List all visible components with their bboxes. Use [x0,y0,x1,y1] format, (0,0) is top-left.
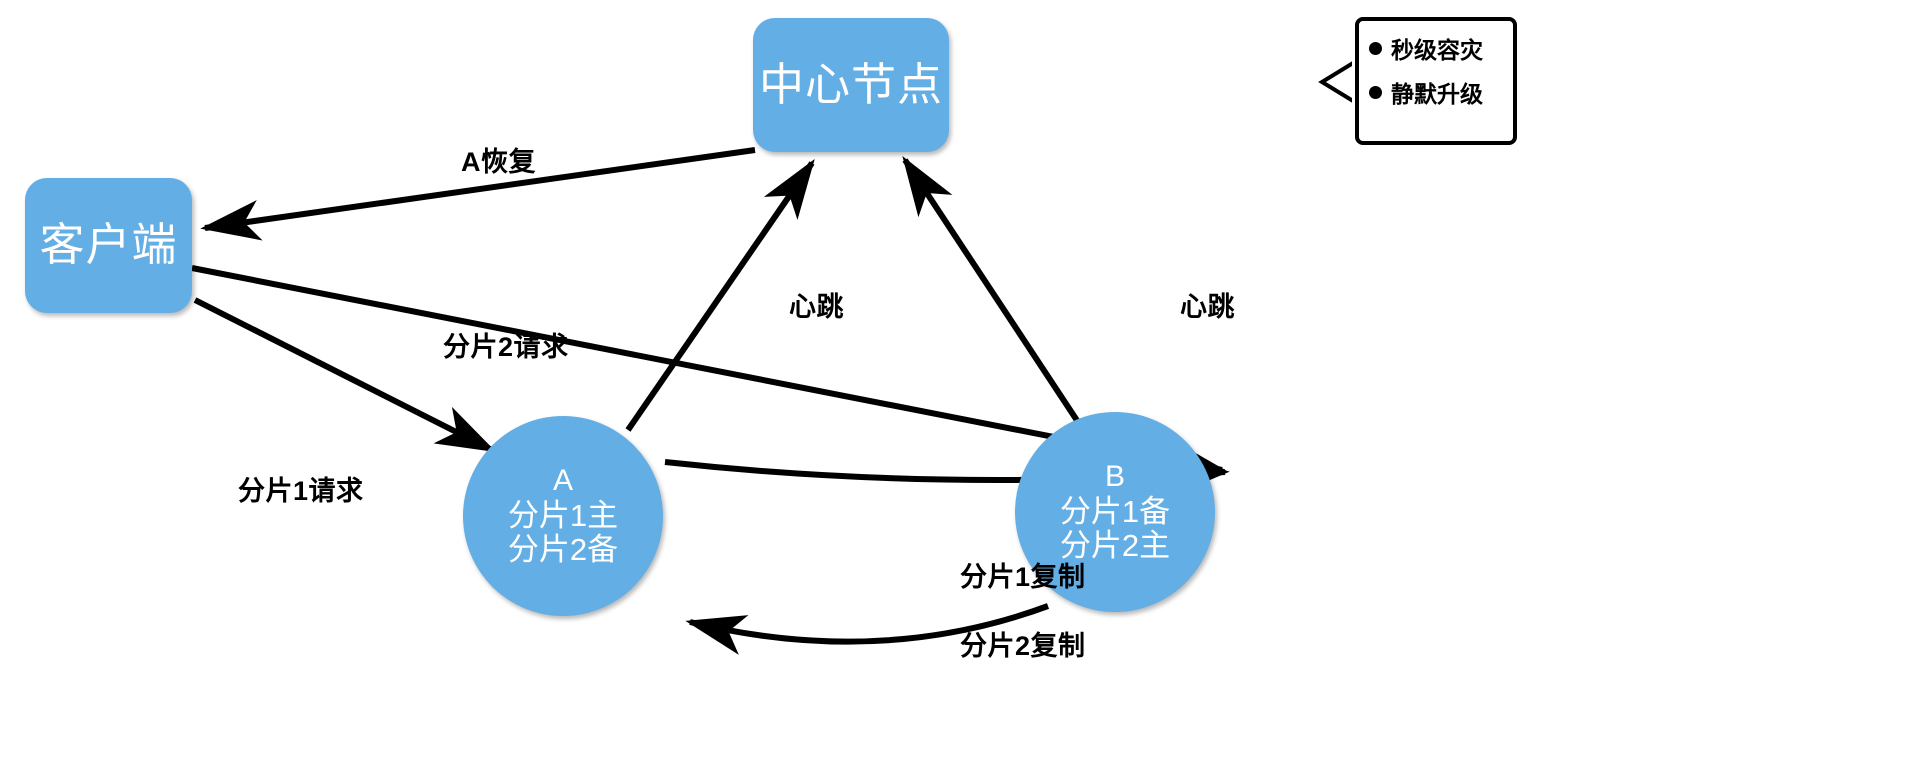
node-b-shard1-role: 分片1备 [1059,493,1171,529]
node-client-label: 客户端 [39,219,178,271]
edge-client-to-a [193,297,497,453]
edge-center-to-client [200,147,756,241]
node-a-shard1-role: 分片1主 [507,497,619,533]
callout-item-label: 秒级容灾 [1391,37,1483,63]
edge-b-to-a-replicate [685,603,1050,655]
node-a-shard2-role: 分片2备 [507,532,619,568]
edge-label-a-recover: A恢复 [461,147,536,177]
callout-tail [1318,58,1360,106]
callout-item: 秒级容灾 [1369,31,1513,65]
bullet-icon [1369,41,1382,55]
node-center-label: 中心节点 [758,58,943,110]
callout-item: 静默升级 [1369,75,1513,109]
node-client[interactable]: 客户端 [25,178,192,313]
edge-label-heartbeat-b: 心跳 [1180,292,1235,322]
edge-label-shard2-request: 分片2请求 [443,332,569,362]
node-b[interactable]: B 分片1备 分片2主 [1015,412,1215,612]
edge-a-to-center [625,159,815,432]
edge-label-heartbeat-a: 心跳 [789,292,844,322]
bullet-icon [1369,85,1382,99]
node-b-label: B [1104,459,1125,493]
edge-label-shard1-replicate: 分片1复制 [960,562,1086,592]
callout-item-label: 静默升级 [1391,81,1483,107]
edge-label-shard2-replicate: 分片2复制 [960,631,1086,661]
node-b-shard2-role: 分片2主 [1059,528,1171,564]
node-a[interactable]: A 分片1主 分片2备 [463,416,663,616]
callout-box: 秒级容灾 静默升级 [1355,17,1517,145]
edge-label-shard1-request: 分片1请求 [238,476,364,506]
node-center[interactable]: 中心节点 [753,18,949,152]
edge-b-to-center [902,155,1083,427]
node-a-label: A [552,463,573,497]
